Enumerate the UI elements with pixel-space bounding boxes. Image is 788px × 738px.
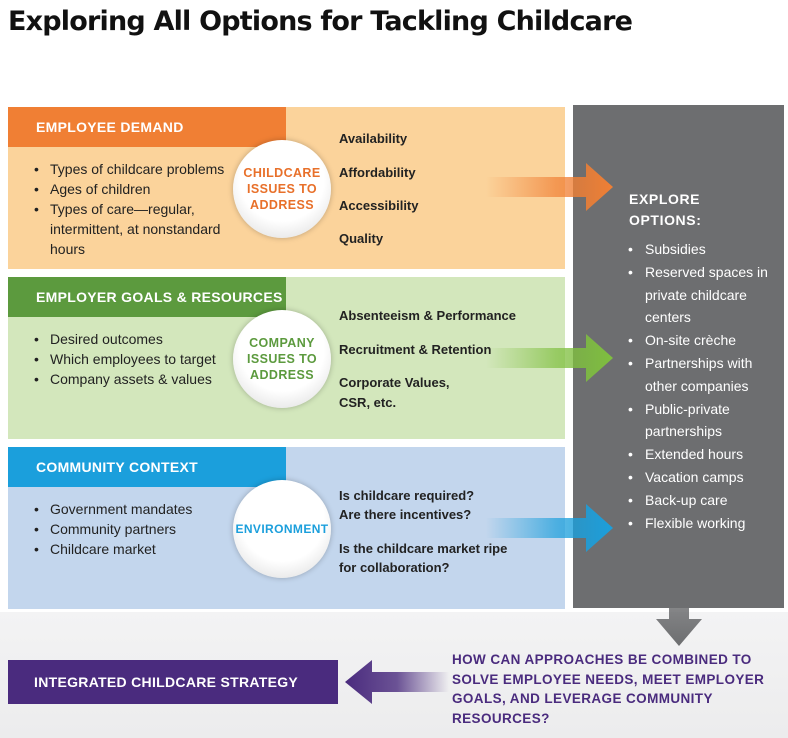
right-arrow-icon — [486, 334, 614, 382]
circle-line: ADDRESS — [243, 197, 320, 213]
option-item: Extended hours — [625, 443, 775, 466]
option-item: Subsidies — [625, 238, 775, 261]
option-item: Flexible working — [625, 512, 775, 535]
option-item: Public-private partnerships — [625, 398, 775, 444]
bullet-item: Types of childcare problems — [32, 159, 242, 179]
issue-item: Corporate Values, — [339, 374, 450, 391]
bullet-item: Company assets & values — [32, 369, 242, 389]
circle-line: COMPANY — [247, 335, 317, 351]
issue-item: Absenteeism & Performance — [339, 307, 516, 324]
bullet-item: Childcare market — [32, 539, 242, 559]
panel-header: COMMUNITY CONTEXT — [8, 447, 286, 487]
option-item: Reserved spaces in private childcare cen… — [625, 261, 775, 329]
strategy-question: HOW CAN APPROACHES BE COMBINED TO SOLVE … — [452, 650, 782, 728]
panel-header: EMPLOYEE DEMAND — [8, 107, 286, 147]
circle-line: ENVIRONMENT — [235, 521, 328, 537]
bullet-item: Government mandates — [32, 499, 242, 519]
issue-item: Availability — [339, 130, 407, 147]
option-item: On-site crèche — [625, 329, 775, 352]
childcare-issues-circle: CHILDCARE ISSUES TO ADDRESS — [233, 140, 331, 238]
explore-heading: EXPLORE OPTIONS: — [629, 189, 701, 231]
circle-line: ISSUES TO — [247, 351, 317, 367]
issue-item: Affordability — [339, 164, 416, 181]
panel-bullets: Desired outcomes Which employees to targ… — [32, 329, 242, 389]
bullet-item: Which employees to target — [32, 349, 242, 369]
issue-item: Is childcare required? — [339, 487, 474, 504]
panel-bullets: Types of childcare problems Ages of chil… — [32, 159, 242, 259]
bullet-item: Desired outcomes — [32, 329, 242, 349]
issue-item: Recruitment & Retention — [339, 341, 491, 358]
issue-item: CSR, etc. — [339, 394, 396, 411]
panel-header: EMPLOYER GOALS & RESOURCES — [8, 277, 286, 317]
explore-heading-line: OPTIONS: — [629, 210, 701, 231]
issue-item: for collaboration? — [339, 559, 450, 576]
issue-item: Quality — [339, 230, 383, 247]
right-arrow-icon — [486, 163, 614, 211]
down-arrow-icon — [656, 555, 702, 647]
explore-heading-line: EXPLORE — [629, 189, 701, 210]
environment-circle: ENVIRONMENT — [233, 480, 331, 578]
issue-item: Is the childcare market ripe — [339, 540, 507, 557]
panel-bullets: Government mandates Community partners C… — [32, 499, 242, 559]
circle-line: CHILDCARE — [243, 165, 320, 181]
option-item: Back-up care — [625, 489, 775, 512]
option-item: Partnerships with other companies — [625, 352, 775, 398]
company-issues-circle: COMPANY ISSUES TO ADDRESS — [233, 310, 331, 408]
circle-line: ISSUES TO — [243, 181, 320, 197]
issue-item: Accessibility — [339, 197, 419, 214]
issue-item: Are there incentives? — [339, 506, 471, 523]
circle-line: ADDRESS — [247, 367, 317, 383]
bullet-item: Types of care—regular, intermittent, at … — [32, 199, 242, 259]
integrated-strategy-box: INTEGRATED CHILDCARE STRATEGY — [8, 660, 338, 704]
right-arrow-icon — [486, 504, 614, 552]
bullet-item: Ages of children — [32, 179, 242, 199]
options-list: Subsidies Reserved spaces in private chi… — [625, 238, 775, 534]
option-item: Vacation camps — [625, 466, 775, 489]
bullet-item: Community partners — [32, 519, 242, 539]
page-title: Exploring All Options for Tackling Child… — [8, 6, 632, 37]
left-arrow-icon — [345, 660, 449, 704]
